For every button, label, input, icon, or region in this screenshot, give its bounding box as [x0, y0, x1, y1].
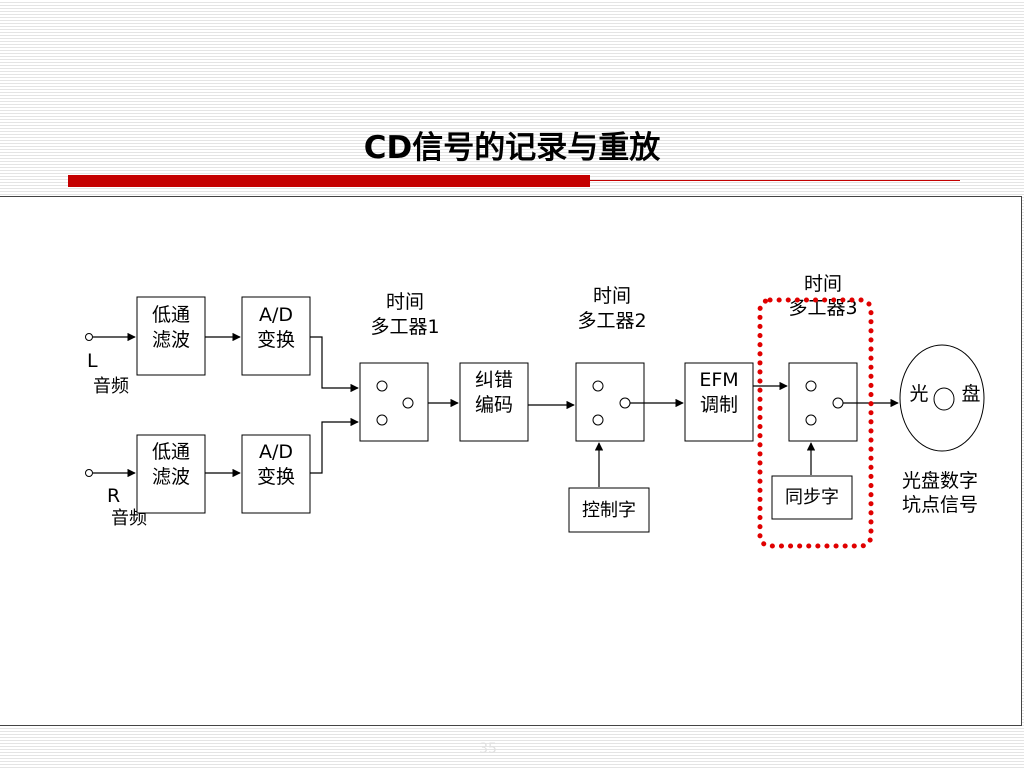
mux1-label-line1: 时间 [386, 291, 424, 313]
disc-caption-line2: 坑点信号 [902, 494, 978, 516]
disc-hole [933, 387, 955, 411]
mux2-label-line2: 多工器2 [577, 310, 646, 332]
right-input-terminal [85, 469, 93, 477]
mux1-input-port-bottom [376, 414, 388, 426]
left-input-terminal [85, 333, 93, 341]
disc-caption-line1: 光盘数字 [902, 470, 978, 492]
sync-word-label: 同步字 [785, 487, 839, 508]
ad-top-line2: 变换 [257, 329, 295, 351]
left-channel-label: 音频 [93, 376, 129, 397]
wire-ad-top-to-mux1 [310, 336, 359, 393]
mux3-label-line2: 多工器3 [788, 297, 857, 319]
mux2-output-port [619, 397, 631, 409]
ad-bottom-line1: A/D [259, 441, 293, 463]
time-multiplexer-3 [788, 362, 858, 442]
sync-word-block: 同步字 [771, 475, 853, 520]
wire-ad-bottom-to-mux1 [310, 417, 359, 474]
lowpass-top-line2: 滤波 [152, 329, 190, 351]
mux3-output-port [832, 397, 844, 409]
mux1-output-port [402, 397, 414, 409]
right-channel-letter: R [107, 485, 120, 507]
mux1-label-line2: 多工器1 [370, 316, 439, 338]
mux3-input-port-top [805, 380, 817, 392]
title-accent-bar [68, 175, 590, 187]
ad-top-line1: A/D [259, 304, 293, 326]
time-multiplexer-1 [359, 362, 429, 442]
error-coding-line2: 编码 [475, 394, 513, 416]
mux2-input-port-bottom [592, 414, 604, 426]
control-word-block: 控制字 [568, 487, 650, 533]
highlight-dotted-outline [757, 297, 874, 549]
error-coding-line1: 纠错 [475, 369, 513, 391]
disc-label-right: 盘 [961, 383, 980, 405]
ad-converter-bottom: A/D 变换 [241, 434, 311, 514]
mux3-label-line1: 时间 [804, 273, 842, 295]
efm-modulation-block: EFM 调制 [684, 362, 754, 442]
ad-bottom-line2: 变换 [257, 466, 295, 488]
time-multiplexer-2 [575, 362, 645, 442]
page-number: 35 [479, 741, 497, 757]
lowpass-top-line1: 低通 [152, 304, 190, 326]
ad-converter-top: A/D 变换 [241, 296, 311, 376]
control-word-label: 控制字 [582, 500, 636, 521]
mux3-input-port-bottom [805, 414, 817, 426]
disc-label-left: 光 [909, 383, 928, 405]
mux2-input-port-top [592, 380, 604, 392]
optical-disc: 光 盘 [899, 344, 985, 452]
lowpass-bottom-line2: 滤波 [152, 466, 190, 488]
lowpass-filter-top: 低通 滤波 [136, 296, 206, 376]
mux1-input-port-top [376, 380, 388, 392]
title-accent-line [590, 180, 960, 181]
efm-line2: 调制 [700, 394, 738, 416]
efm-line1: EFM [699, 369, 738, 391]
error-correction-coding-block: 纠错 编码 [459, 362, 529, 442]
slide-title: CD信号的记录与重放 [363, 129, 661, 166]
lowpass-bottom-line1: 低通 [152, 441, 190, 463]
left-channel-letter: L [87, 350, 98, 372]
lowpass-filter-bottom: 低通 滤波 [136, 434, 206, 514]
mux2-label-line1: 时间 [593, 285, 631, 307]
